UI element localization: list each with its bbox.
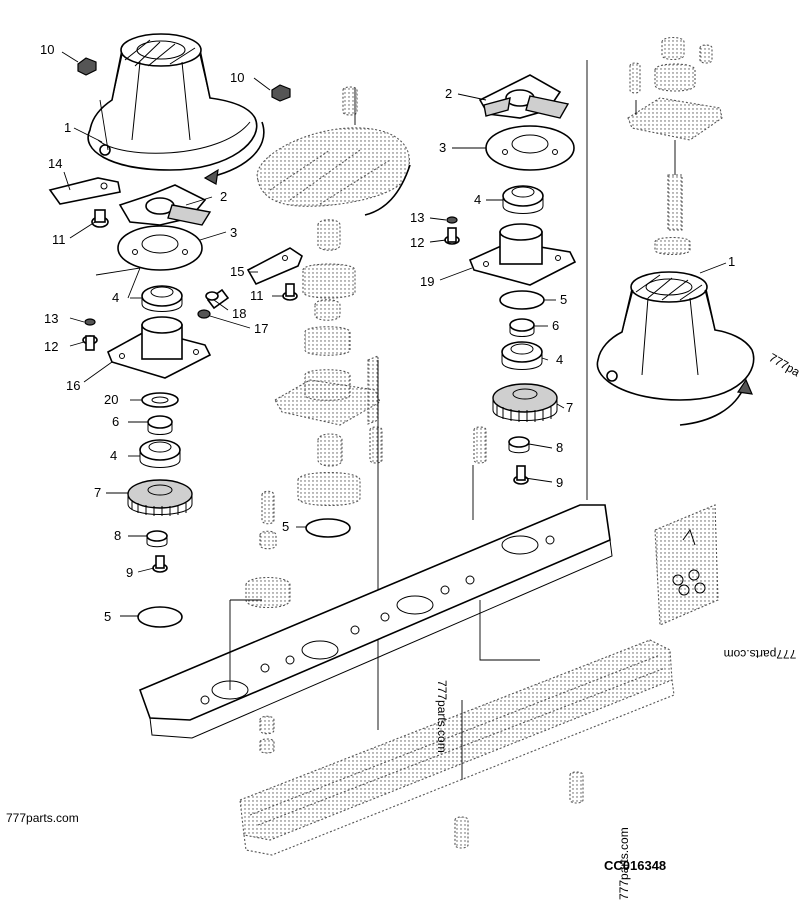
right-bushing: [508, 436, 530, 454]
right-bearing-upper: [502, 185, 544, 214]
label-6-left: 6: [112, 414, 119, 429]
part-labels: 10 1 14 2 11 3 4 13 12 16 20 6 4 7 8 9 5…: [40, 42, 735, 624]
watermark-bottom-left: 777parts.com: [6, 811, 79, 825]
label-18: 18: [232, 306, 246, 321]
left-nut: [77, 57, 97, 76]
left-gear: [127, 479, 193, 516]
label-2-left: 2: [220, 189, 227, 204]
watermark-bottom-vertical: 777parts.com: [617, 827, 631, 900]
label-16: 16: [66, 378, 80, 393]
right-bolt-9: [513, 465, 529, 485]
cutter-bar-bottom-plate: [239, 639, 675, 856]
left-knife-holder: [118, 184, 212, 226]
center-nut: [271, 84, 291, 102]
label-1-left: 1: [64, 120, 71, 135]
label-9-right: 9: [556, 475, 563, 490]
watermark-right-edge: 777pa: [767, 350, 800, 379]
label-15: 15: [230, 264, 244, 279]
left-bearing-lower: [139, 439, 181, 468]
label-8-right: 8: [556, 440, 563, 455]
center-knife: [246, 247, 303, 286]
right-drum-cover: [596, 271, 755, 401]
left-drum-cover: [87, 33, 258, 171]
drawing-code: CC016348: [604, 858, 666, 873]
right-o-ring: [499, 290, 545, 310]
label-17: 17: [254, 321, 268, 336]
right-knife-holder: [478, 74, 570, 119]
left-bolt-18: [205, 288, 230, 310]
label-5-left: 5: [104, 609, 111, 624]
left-bolt-11: [91, 209, 109, 228]
right-bearing-housing: [468, 223, 577, 286]
right-assembly: [444, 36, 755, 500]
label-1-right: 1: [728, 254, 735, 269]
label-7-right: 7: [566, 400, 573, 415]
label-11-center: 11: [250, 288, 264, 303]
left-knife: [48, 177, 121, 205]
left-assembly: [48, 33, 265, 628]
label-4-lower-right: 4: [556, 352, 563, 367]
label-4-upper-left: 4: [112, 290, 119, 305]
label-4-lower-left: 4: [110, 448, 117, 463]
cutter-bar-top-plate: [138, 504, 613, 739]
right-bearing-lower: [501, 341, 543, 370]
right-disc: [485, 125, 575, 171]
left-bushing: [146, 530, 168, 548]
label-10-left: 10: [40, 42, 54, 57]
label-4-upper-right: 4: [474, 192, 481, 207]
label-3-right: 3: [439, 140, 446, 155]
label-8-left: 8: [114, 528, 121, 543]
dotted-plate-right: [654, 504, 719, 626]
label-5-right: 5: [560, 292, 567, 307]
label-12-left: 12: [44, 339, 58, 354]
label-9-left: 9: [126, 565, 133, 580]
watermark-center-rotated: 777parts.com: [435, 680, 449, 753]
center-bolt-11: [282, 283, 298, 301]
left-washer-13: [84, 318, 96, 326]
watermark-right-rotated: 777parts.com: [724, 647, 797, 661]
label-14: 14: [48, 156, 62, 171]
left-bolt-12: [82, 335, 98, 351]
right-bolt-12: [444, 227, 460, 245]
label-2-right: 2: [445, 86, 452, 101]
label-10-center: 10: [230, 70, 244, 85]
label-13-right: 13: [410, 210, 424, 225]
left-washer-17: [197, 309, 211, 319]
left-bolt-9: [152, 555, 168, 573]
left-bearing-housing: [106, 316, 212, 379]
label-11-left: 11: [52, 232, 66, 247]
right-washer-13: [446, 216, 458, 224]
left-bearing-upper: [141, 285, 183, 312]
label-13-left: 13: [44, 311, 58, 326]
label-5-center: 5: [282, 519, 289, 534]
left-spacer: [147, 415, 173, 435]
label-19: 19: [420, 274, 434, 289]
left-disc: [117, 225, 203, 271]
right-gear: [492, 383, 558, 422]
label-3-left: 3: [230, 225, 237, 240]
center-o-ring: [305, 518, 351, 538]
label-6-right: 6: [552, 318, 559, 333]
left-washer-20: [141, 392, 179, 408]
right-spacer: [509, 318, 535, 337]
rotation-arrow-center: [364, 164, 411, 216]
label-7-left: 7: [94, 485, 101, 500]
left-o-ring: [137, 606, 183, 628]
leader-lines: [61, 51, 727, 690]
label-20: 20: [104, 392, 118, 407]
label-12-right: 12: [410, 235, 424, 250]
center-dotted-assembly: [245, 84, 487, 780]
